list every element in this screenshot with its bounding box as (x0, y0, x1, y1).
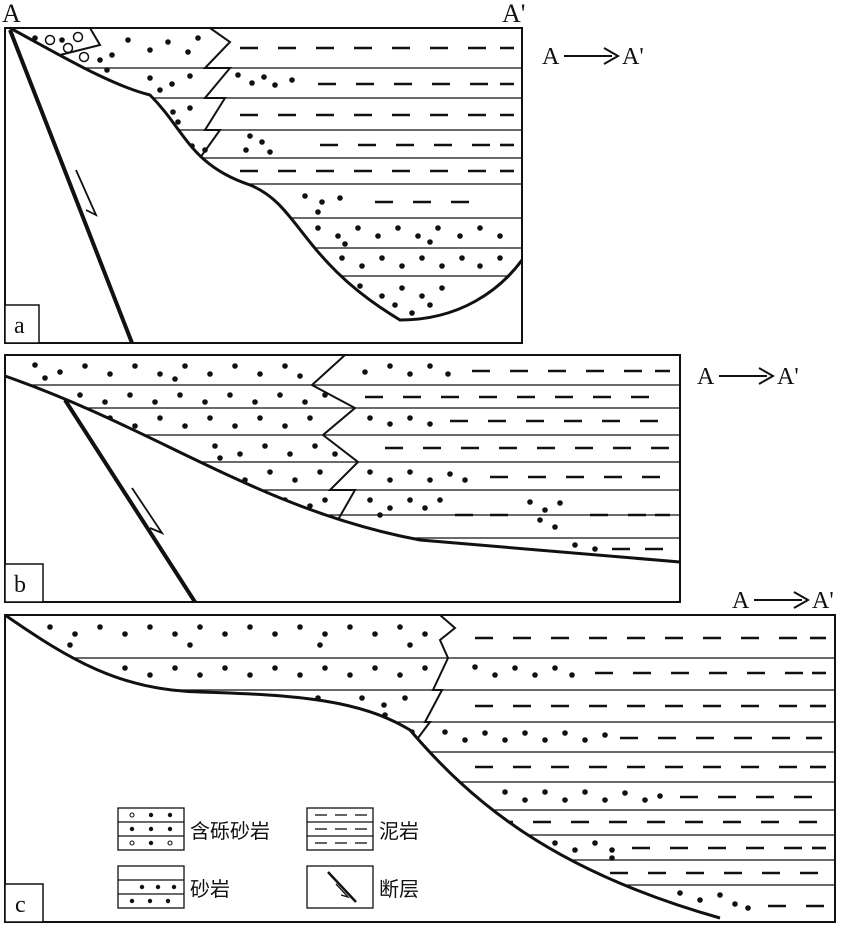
panel-b-fault (63, 398, 197, 604)
direction-arrow-icon (603, 47, 621, 65)
panel-b: b A A' (4, 354, 799, 604)
legend-item-pebbly-sandstone: 含砾砂岩 (117, 807, 270, 851)
legend-label-pebbly-sandstone: 含砾砂岩 (190, 819, 270, 843)
panel-a-start-label: A (2, 0, 21, 28)
panel-a-fault (8, 29, 134, 344)
panel-a-frame (4, 27, 523, 344)
legend-item-fault: 断层 (306, 865, 419, 909)
panel-c-direction-from: A (732, 588, 750, 614)
panel-c-label: c (15, 892, 26, 918)
legend-label-mudstone: 泥岩 (379, 819, 419, 843)
panel-b-fault-arrow-icon (131, 487, 165, 535)
panel-b-strata (5, 355, 680, 552)
legend-item-sandstone: 砂岩 (117, 865, 230, 909)
pebbly-sandstone-swatch-icon (117, 807, 185, 851)
panel-c-direction: A A' (732, 588, 834, 614)
panel-a-label: a (14, 313, 25, 339)
panel-a-direction: A A' (542, 44, 644, 70)
legend-label-sandstone: 砂岩 (190, 877, 230, 901)
panel-a: a A A' A A' (2, 0, 644, 344)
panel-a-strata (10, 28, 522, 316)
direction-arrow-icon (793, 591, 811, 609)
legend-item-mudstone: 泥岩 (306, 807, 419, 851)
sandstone-swatch-icon (117, 865, 185, 909)
direction-arrow-icon (758, 367, 776, 385)
legend-label-fault: 断层 (379, 877, 419, 901)
legend: 含砾砂岩 泥岩 (117, 807, 419, 909)
panel-c-frame (4, 614, 836, 923)
panel-b-direction: A A' (697, 364, 799, 390)
panel-a-end-label: A' (502, 0, 525, 28)
panel-b-direction-from: A (697, 364, 715, 390)
panel-a-fault-arrow-icon (75, 169, 98, 217)
panel-c-direction-to: A' (812, 588, 834, 614)
panel-b-direction-to: A' (777, 364, 799, 390)
panel-b-label: b (14, 572, 26, 598)
panel-b-frame (4, 354, 681, 603)
panel-a-direction-from: A (542, 44, 560, 70)
panel-a-direction-to: A' (622, 44, 644, 70)
panel-c: c A A' 含砾砂岩 (4, 588, 836, 923)
fault-swatch-icon (306, 865, 374, 909)
mudstone-swatch-icon (306, 807, 374, 851)
